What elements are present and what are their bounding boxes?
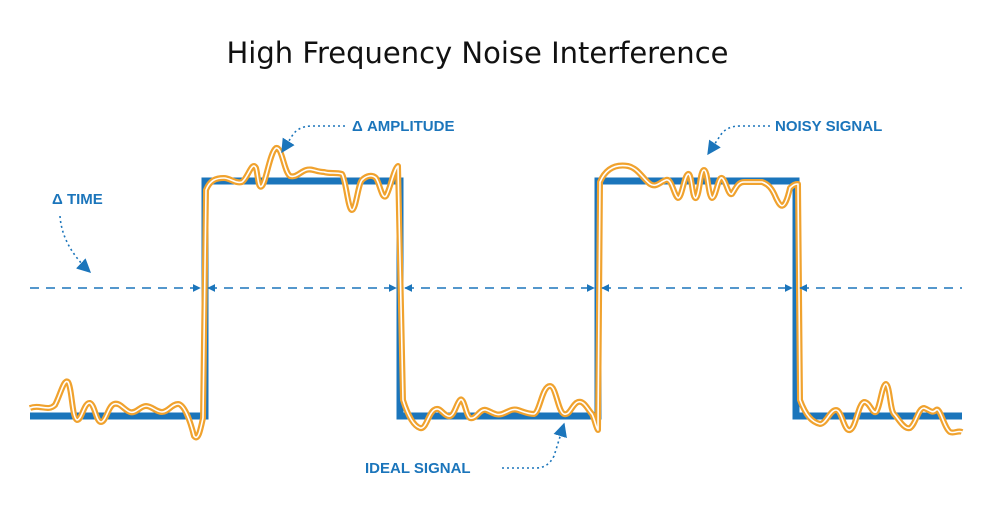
ideal-signal-label: IDEAL SIGNAL: [365, 460, 471, 477]
noisy-signal-label: NOISY SIGNAL: [775, 118, 882, 135]
noisy-signal-wave: [28, 145, 964, 441]
ideal-signal-wave: [30, 177, 962, 420]
delta-amplitude-label: Δ AMPLITUDE: [352, 118, 454, 135]
diagram-title: High Frequency Noise Interference: [226, 36, 729, 70]
noisy-signal-pointer: [707, 125, 770, 156]
ideal-signal-pointer: [502, 422, 567, 469]
delta-time-label: Δ TIME: [52, 191, 103, 208]
delta-amplitude-pointer: [281, 125, 345, 154]
delta-time-pointer: [59, 215, 92, 273]
